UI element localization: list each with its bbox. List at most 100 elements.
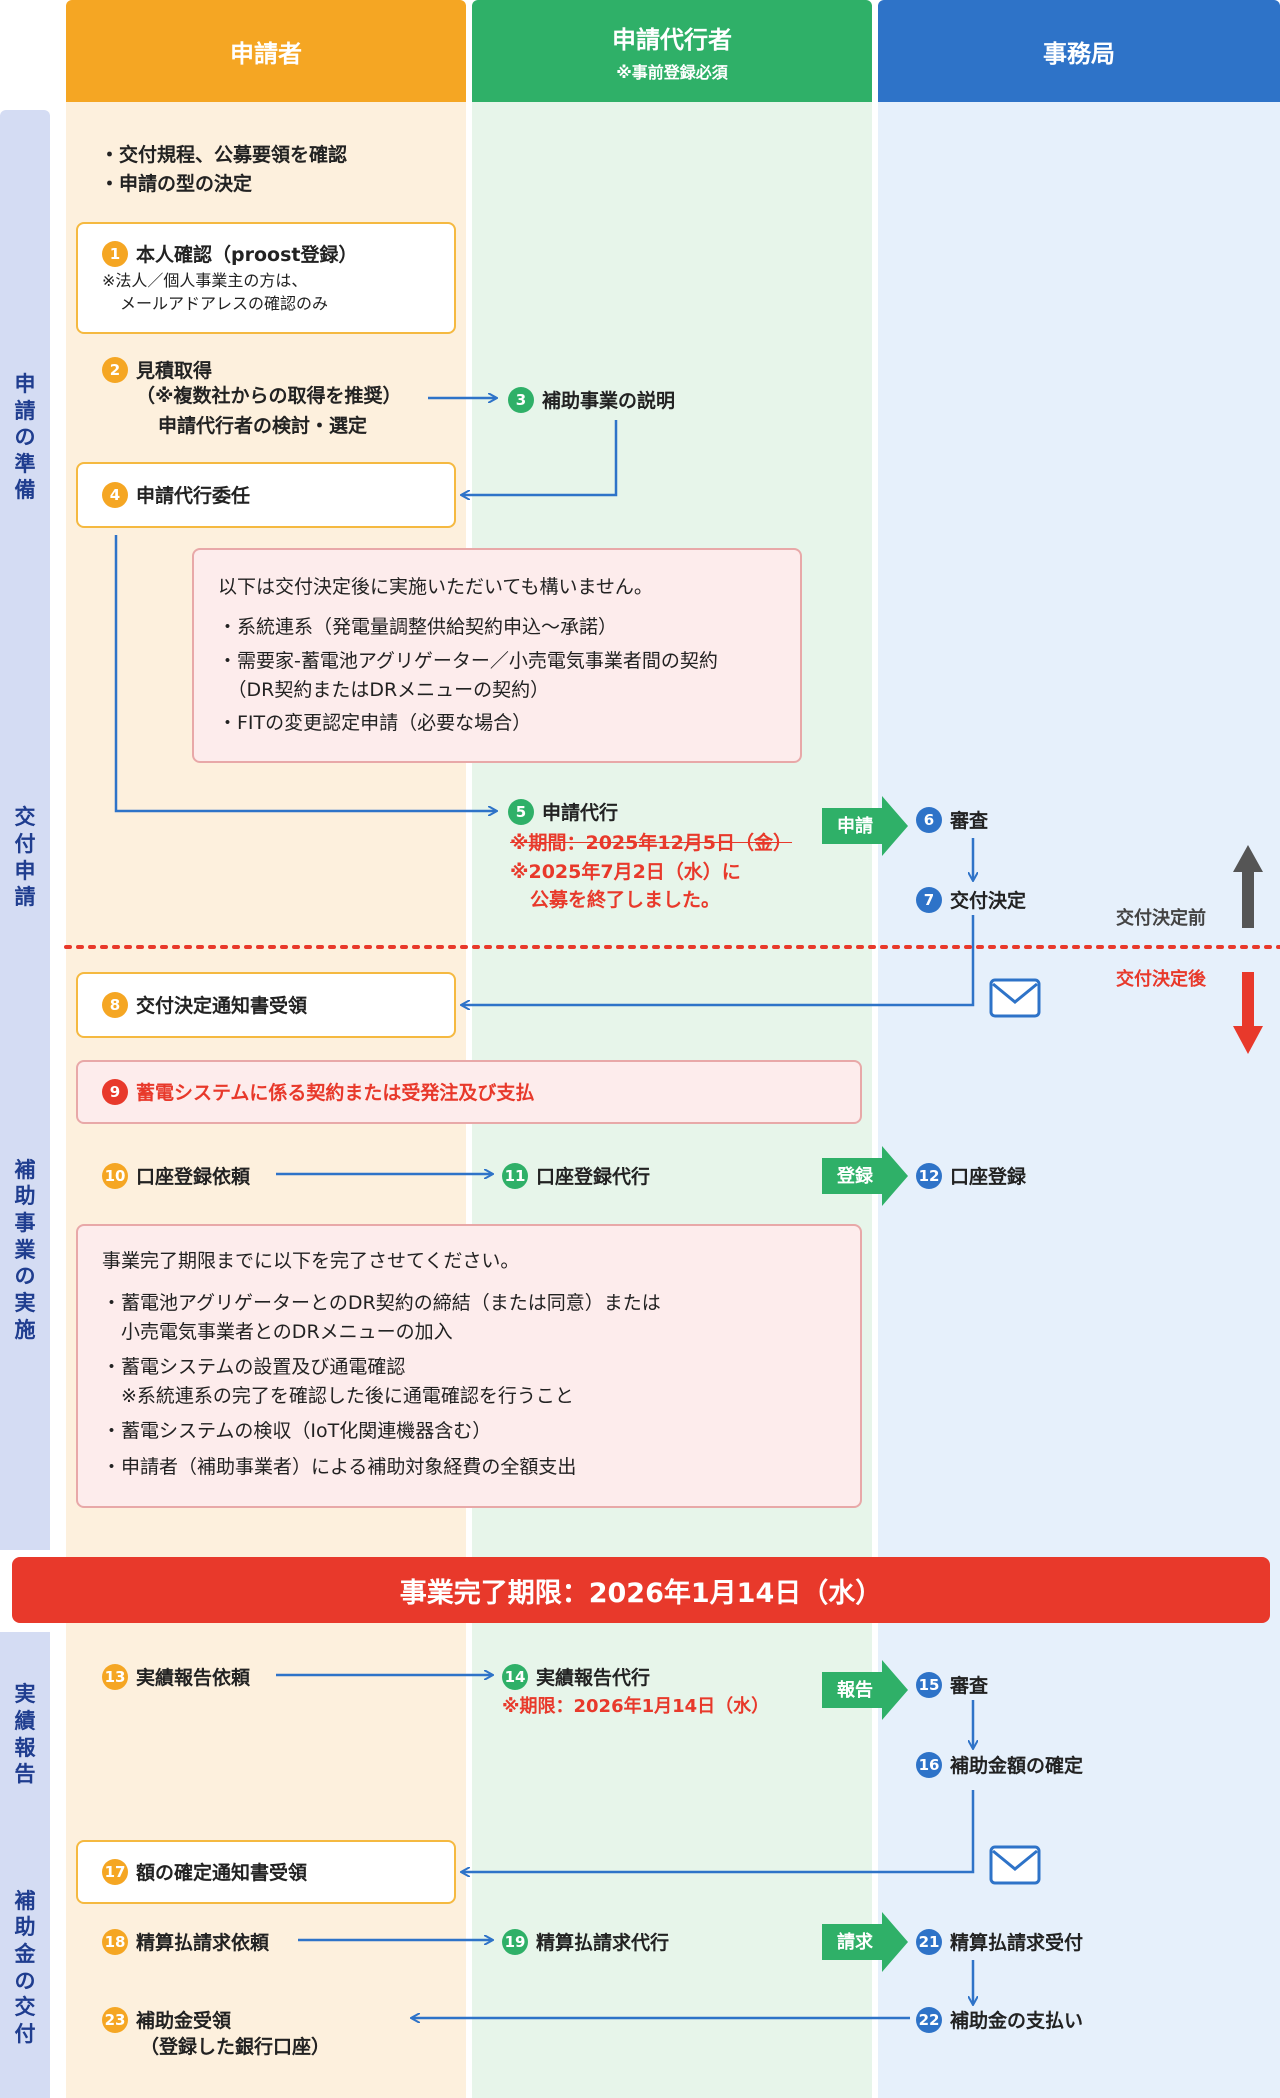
step-number: 16: [916, 1751, 942, 1778]
step-label: 補助金額の確定: [950, 1755, 1084, 1777]
phase-payment: 補助金の交付: [0, 1837, 50, 2098]
step-label: 交付決定: [950, 890, 1027, 912]
step-number: 17: [102, 1858, 128, 1885]
note-item: ・蓄電池アグリゲーターとのDR契約の締結（または同意）または: [102, 1292, 661, 1314]
phase-apply: 交付申請: [0, 765, 50, 950]
step-22: 22 補助金の支払い: [916, 2006, 1083, 2033]
step-8-box: [76, 972, 456, 1038]
step-number: 21: [916, 1928, 942, 1955]
deadline-banner: 事業完了期限：2026年1月14日（水）: [12, 1557, 1270, 1623]
step-1-box: [76, 222, 456, 334]
before-decision-label: 交付決定前: [1116, 908, 1206, 929]
step-14: 14 実績報告代行: [502, 1663, 650, 1690]
deadline-banner-text: 事業完了期限：2026年1月14日（水）: [399, 1577, 883, 1609]
step-13: 13 実績報告依頼: [102, 1663, 250, 1690]
step-label: 精算払請求代行: [536, 1932, 670, 1954]
applicant-header-title: 申請者: [230, 39, 302, 68]
step-label: 補助金受領: [136, 2010, 232, 2032]
step-number: 12: [916, 1162, 942, 1189]
step-number: 23: [102, 2006, 128, 2033]
step-number: 10: [102, 1162, 128, 1189]
step-21: 21 精算払請求受付: [916, 1928, 1083, 1955]
step-5: 5 申請代行: [508, 798, 618, 825]
step-label: 申請代行委任: [136, 485, 251, 507]
arrow-up-icon: [1233, 845, 1263, 928]
step-9: 9 蓄電システムに係る契約または受発注及び支払: [102, 1078, 534, 1105]
step-5-period: ※期間：2025年12月5日（金）: [510, 832, 793, 854]
step-label: 口座登録代行: [536, 1166, 651, 1188]
step-17-box: [76, 1840, 456, 1904]
step-5-closed: 公募を終了しました。: [530, 889, 721, 911]
step-label: 精算払請求依頼: [136, 1932, 270, 1954]
tag-claim: 請求: [837, 1932, 873, 1953]
step-label: 蓄電システムに係る契約または受発注及び支払: [136, 1082, 535, 1104]
step-11: 11 口座登録代行: [502, 1162, 650, 1189]
prep-bullet: ・申請の型の決定: [100, 173, 253, 195]
step-16: 16 補助金額の確定: [916, 1751, 1083, 1778]
note-item: ・蓄電システムの設置及び通電確認: [102, 1356, 406, 1378]
after-decision-label: 交付決定後: [1116, 969, 1206, 990]
step-9-box: [76, 1060, 862, 1124]
agent-header-note: ※事前登録必須: [616, 62, 728, 82]
prep-bullet: ・交付規程、公募要領を確認: [100, 144, 348, 166]
arrow-down-icon: [1233, 972, 1263, 1054]
phase-prep: 申請の準備: [0, 110, 50, 765]
phase-impl: 補助事業の実施: [0, 950, 50, 1550]
step-label: 本人確認（proost登録）: [136, 244, 358, 266]
step-label: 実績報告依頼: [136, 1667, 251, 1689]
step-23: 23 補助金受領: [102, 2006, 231, 2033]
step-number: 1: [102, 240, 128, 267]
step-2: 2 見積取得: [102, 356, 212, 383]
step-1-note: メールアドアレスの確認のみ: [120, 294, 329, 313]
office-column-bg: [878, 102, 1280, 2098]
phase-report: 実績報告: [0, 1632, 50, 1837]
step-number: 19: [502, 1928, 528, 1955]
step-label: 審査: [950, 810, 989, 832]
step-number: 15: [916, 1671, 942, 1698]
step-19: 19 精算払請求代行: [502, 1928, 669, 1955]
step-5-closed: ※2025年7月2日（水）に: [510, 861, 741, 883]
agent-column-header: 申請代行者 ※事前登録必須: [472, 0, 872, 102]
step-label: 補助金の支払い: [950, 2010, 1084, 2032]
note-completion: [76, 1224, 862, 1508]
step-6: 6 審査: [916, 806, 988, 833]
applicant-column-header: 申請者: [66, 0, 466, 102]
step-number: 3: [508, 386, 534, 413]
step-number: 8: [102, 991, 128, 1018]
step-10: 10 口座登録依頼: [102, 1162, 250, 1189]
step-label: 口座登録: [950, 1166, 1027, 1188]
agent-header-title: 申請代行者: [612, 25, 732, 54]
step-label: 申請代行: [542, 802, 619, 824]
step-label: 額の確定通知書受領: [136, 1862, 308, 1884]
step-number: 4: [102, 481, 128, 508]
office-column-header: 事務局: [878, 0, 1280, 102]
step-number: 14: [502, 1663, 528, 1690]
step-15: 15 審査: [916, 1671, 988, 1698]
step-label: 審査: [950, 1675, 989, 1697]
step-label: 交付決定通知書受領: [136, 995, 308, 1017]
step-label: 精算払請求受付: [950, 1932, 1084, 1954]
step-number: 11: [502, 1162, 528, 1189]
note-after-decision-title: 以下は交付決定後に実施いただいても構いません。: [218, 576, 653, 598]
step-label: 口座登録依頼: [136, 1166, 251, 1188]
note-item: ・系統連系（発電量調整供給契約申込～承諾）: [218, 616, 618, 638]
step-12: 12 口座登録: [916, 1162, 1026, 1189]
note-item: ※系統連系の完了を確認した後に通電確認を行うこと: [102, 1385, 574, 1407]
step-label: 実績報告代行: [536, 1667, 651, 1689]
step-label: 補助事業の説明: [542, 390, 676, 412]
step-number: 5: [508, 798, 534, 825]
note-item: （DR契約またはDRメニューの契約）: [218, 679, 550, 701]
tag-report: 報告: [837, 1680, 873, 1701]
step-number: 9: [102, 1078, 128, 1105]
mail-icon: [989, 1845, 1041, 1885]
step-1-note: ※法人／個人事業主の方は、: [102, 271, 308, 290]
step-7: 7 交付決定: [916, 886, 1026, 913]
step-2-note: （※複数社からの取得を推奨）: [136, 385, 402, 407]
note-after-decision: [192, 548, 802, 763]
step-number: 13: [102, 1663, 128, 1690]
step-17: 17 額の確定通知書受領: [102, 1858, 307, 1885]
mail-icon: [989, 978, 1041, 1018]
step-number: 2: [102, 356, 128, 383]
step-number: 22: [916, 2006, 942, 2033]
